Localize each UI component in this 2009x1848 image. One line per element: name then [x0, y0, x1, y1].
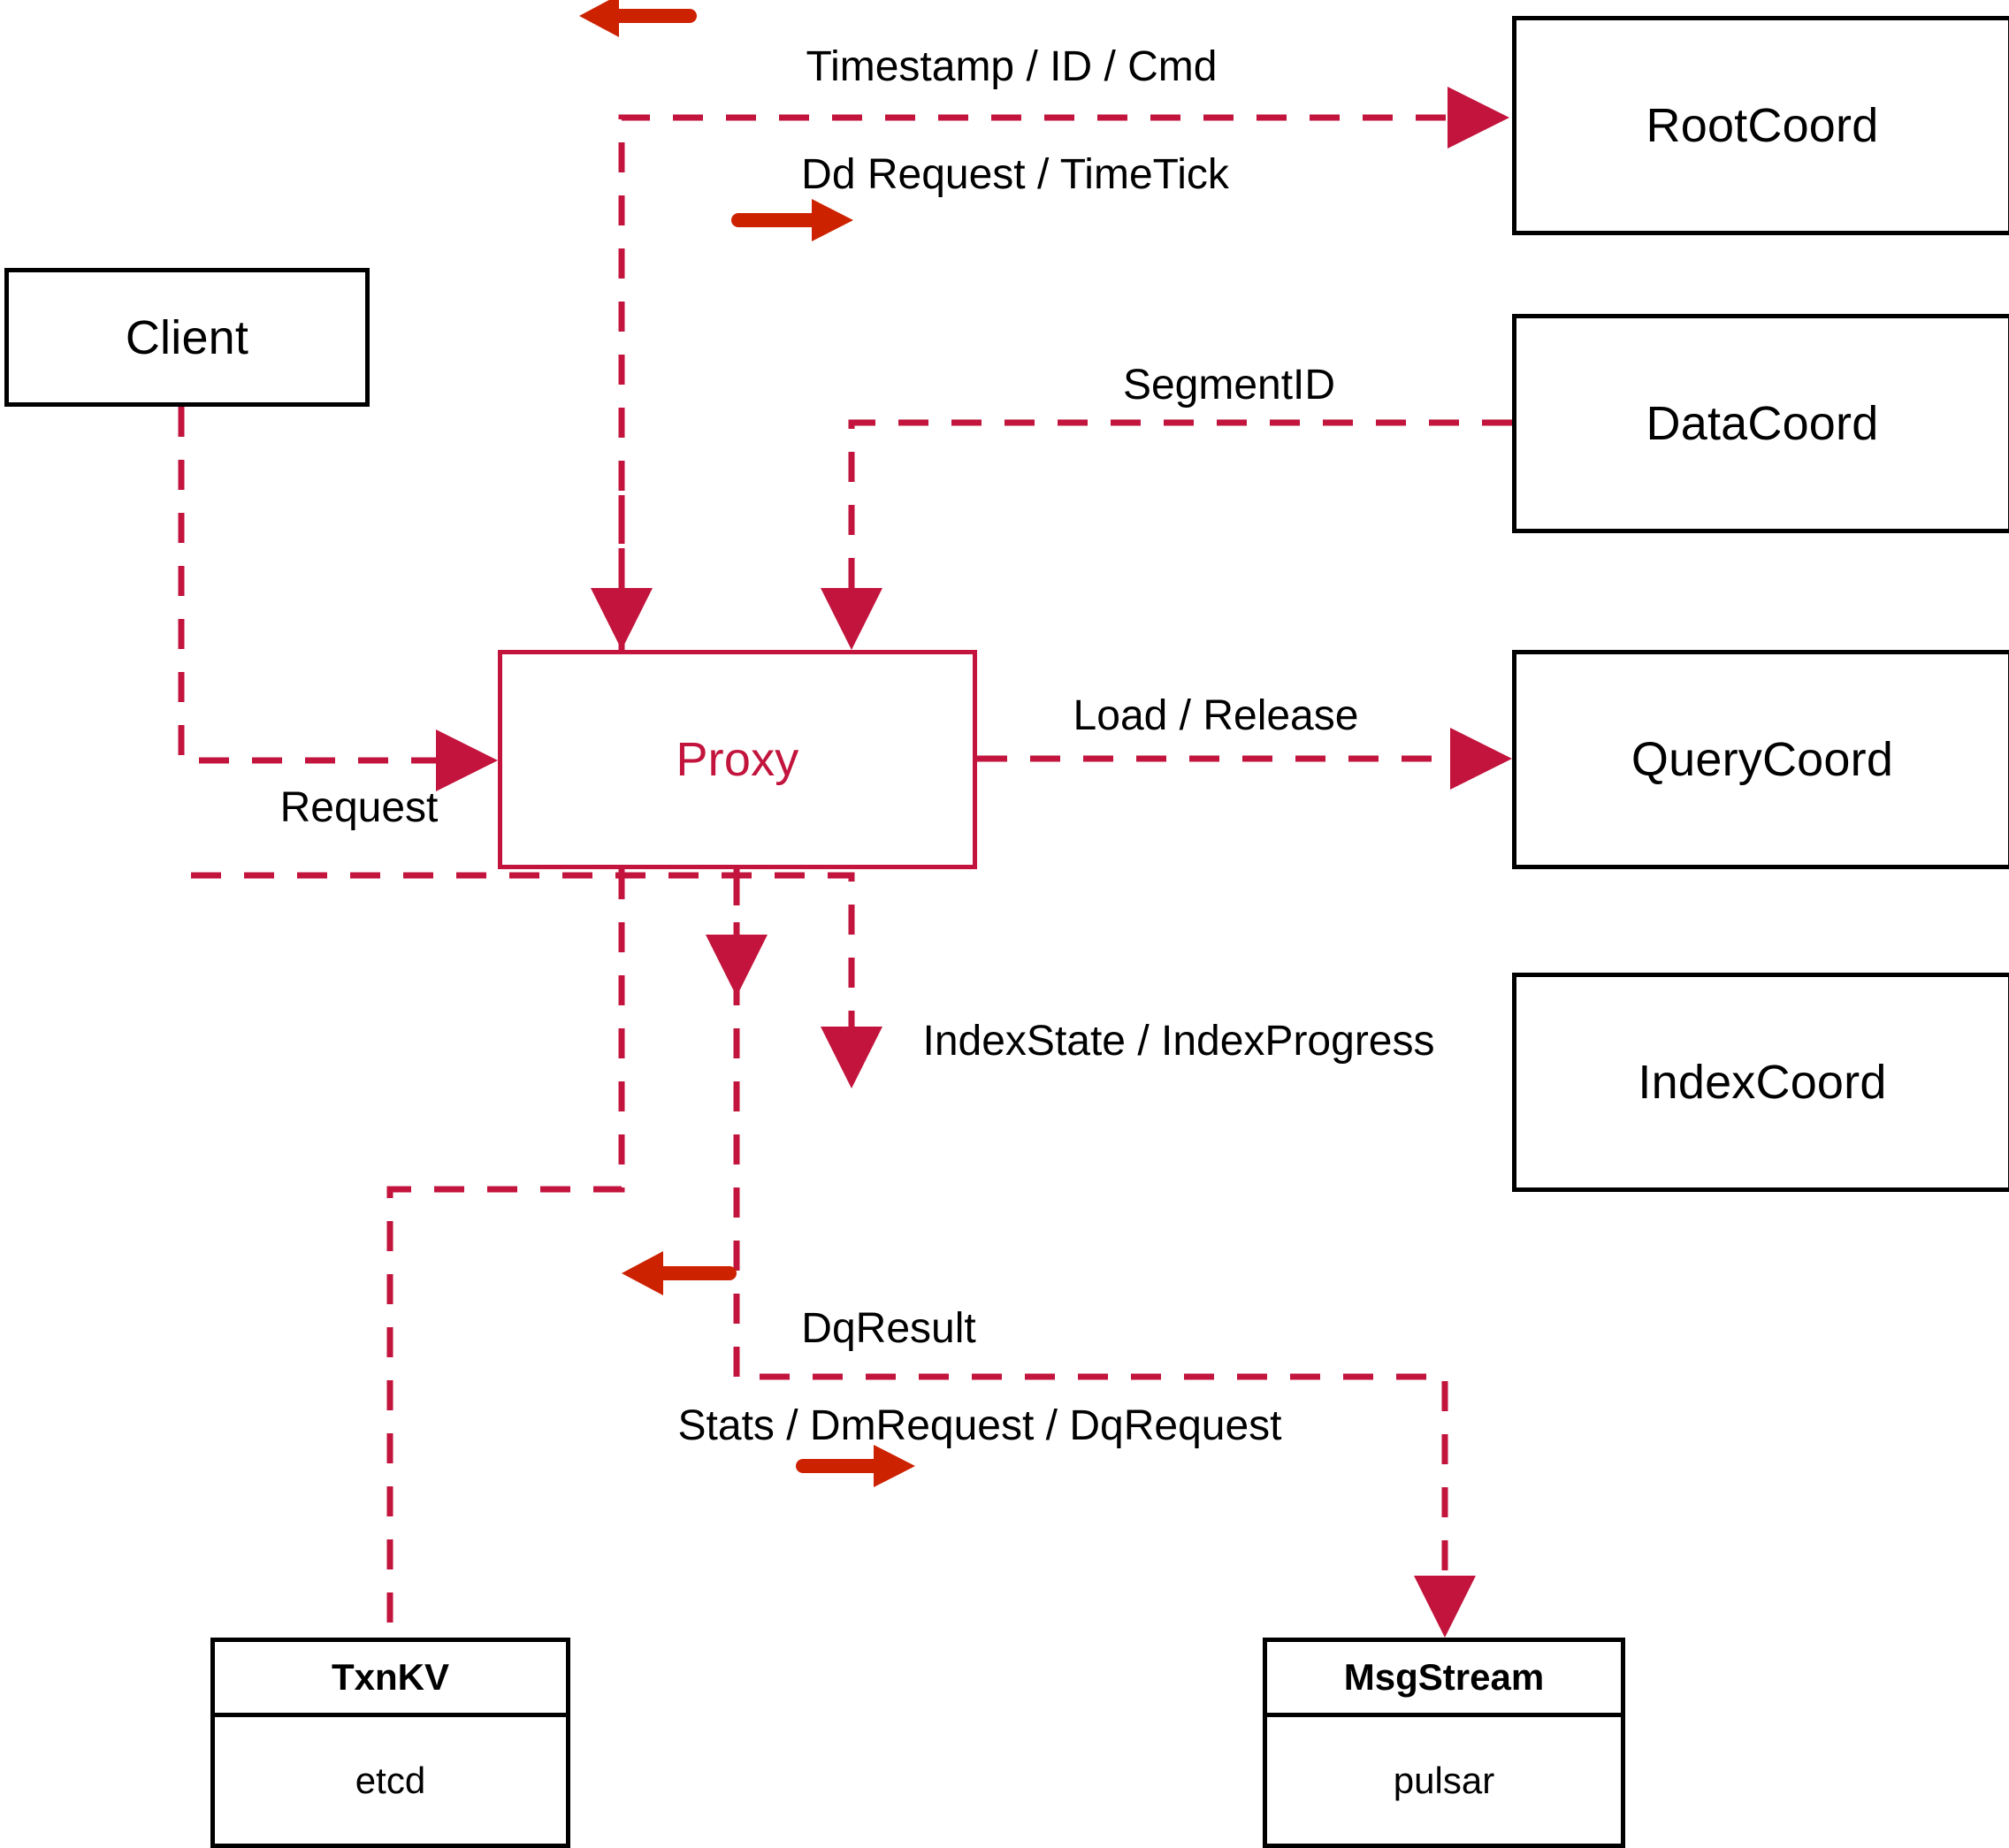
- edge-proxy-msgstream: [733, 869, 1476, 1638]
- edge-proxy-txnkv: [386, 869, 625, 1638]
- edge-label-dd-request-timetick: Dd Request / TimeTick: [801, 151, 1229, 198]
- node-txnkv-title: TxnKV: [215, 1642, 566, 1717]
- node-querycoord-label: QueryCoord: [1631, 733, 1894, 786]
- edge-label-stats-dm-dq-request: Stats / DmRequest / DqRequest: [677, 1402, 1282, 1449]
- node-txnkv[interactable]: TxnKV etcd: [210, 1638, 570, 1848]
- node-datacoord-label: DataCoord: [1646, 397, 1879, 450]
- edge-proxy-rootcoord: [618, 87, 1509, 650]
- node-querycoord[interactable]: QueryCoord: [1512, 650, 2009, 869]
- edge-indexcoord-proxy: [191, 872, 882, 1088]
- timestamp-id-cmd-direction-icon: [579, 0, 697, 37]
- edge-label-dq-result: DqResult: [801, 1305, 976, 1352]
- edge-label-segment-id: SegmentID: [1122, 362, 1336, 409]
- node-msgstream-title: MsgStream: [1267, 1642, 1621, 1717]
- node-datacoord[interactable]: DataCoord: [1512, 314, 2009, 533]
- node-msgstream-impl: pulsar: [1393, 1759, 1495, 1801]
- node-rootcoord-label: RootCoord: [1646, 99, 1879, 152]
- dd-request-timetick-direction-icon: [731, 199, 853, 241]
- node-indexcoord[interactable]: IndexCoord: [1512, 973, 2009, 1192]
- node-msgstream[interactable]: MsgStream pulsar: [1263, 1638, 1625, 1848]
- edge-label-timestamp-id-cmd: Timestamp / ID / Cmd: [806, 43, 1218, 90]
- dq-result-direction-icon: [622, 1251, 737, 1295]
- node-rootcoord[interactable]: RootCoord: [1512, 16, 2009, 235]
- edge-datacoord-proxy: [821, 419, 1512, 650]
- node-proxy-label: Proxy: [676, 733, 799, 786]
- stats-dm-dq-request-direction-icon: [796, 1445, 915, 1487]
- edge-client-proxy: [178, 407, 498, 791]
- node-client-label: Client: [125, 310, 249, 364]
- edge-label-load-release: Load / Release: [1073, 692, 1359, 739]
- node-indexcoord-label: IndexCoord: [1638, 1056, 1887, 1109]
- edge-label-request: Request: [279, 784, 439, 831]
- edge-label-index-state-progress: IndexState / IndexProgress: [922, 1018, 1435, 1065]
- node-proxy[interactable]: Proxy: [498, 650, 977, 869]
- node-txnkv-impl: etcd: [355, 1759, 426, 1801]
- node-client[interactable]: Client: [4, 268, 370, 407]
